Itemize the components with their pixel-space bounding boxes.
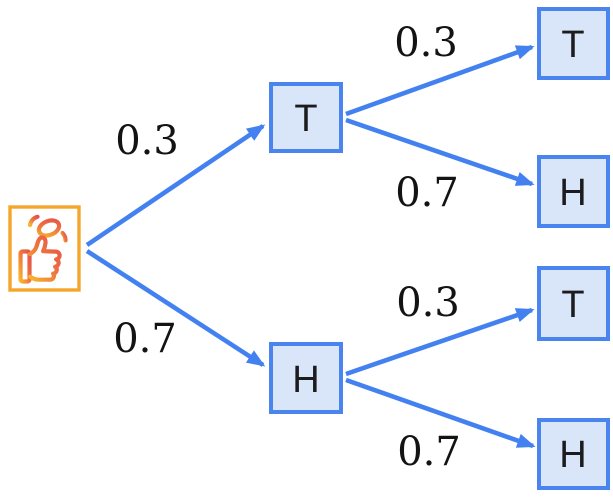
leaf-HT-box — [537, 266, 610, 341]
node-T-box — [269, 82, 343, 153]
probability-H-T: 0.3 — [396, 280, 460, 326]
leaf-HT: T — [537, 266, 610, 341]
node-T: T — [269, 82, 343, 153]
coin-icon — [36, 218, 62, 238]
branch-T-to-T — [345, 44, 535, 117]
leaf-TH-box — [537, 155, 610, 228]
leaf-HH-label: H — [559, 434, 586, 476]
root-node — [8, 205, 81, 292]
leaf-TT-box — [537, 7, 610, 80]
node-H-label: H — [292, 359, 319, 401]
leaf-TH-label: H — [559, 172, 586, 214]
branch-root-to-H — [85, 249, 266, 367]
probability-T-H: 0.7 — [395, 170, 459, 216]
leaf-HH-box — [537, 418, 610, 490]
node-H: H — [269, 342, 343, 414]
leaf-TT: T — [537, 7, 610, 80]
leaf-TT-label: T — [561, 24, 584, 66]
motion-arc-right — [60, 230, 68, 243]
leaf-TH: H — [537, 155, 610, 228]
node-T-label: T — [294, 98, 317, 140]
thumb-hand — [27, 235, 62, 282]
hand-cuff — [18, 249, 32, 284]
branch-H-to-H — [345, 377, 536, 449]
probability-H-H: 0.7 — [397, 429, 461, 475]
leaf-HT-label: T — [561, 284, 584, 326]
branch-T-to-H — [345, 117, 535, 187]
probability-T-T: 0.3 — [394, 20, 458, 66]
branch-H-to-T — [345, 307, 535, 377]
motion-arc-left — [27, 214, 40, 228]
coin-flip-thumb-icon — [18, 214, 68, 284]
probability-root-T: 0.3 — [115, 118, 179, 164]
probability-root-H: 0.7 — [113, 316, 177, 362]
leaf-HH: H — [537, 418, 610, 490]
node-H-box — [269, 342, 343, 414]
branch-root-to-T — [85, 124, 266, 247]
